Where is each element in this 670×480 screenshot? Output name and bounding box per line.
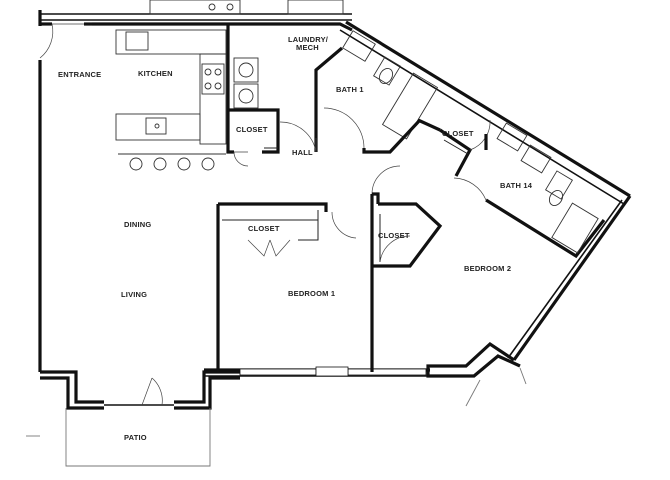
windows bbox=[239, 366, 427, 377]
kitchen bbox=[115, 29, 227, 171]
label-hall: HALL bbox=[292, 148, 313, 157]
label-dining: DINING bbox=[124, 220, 151, 229]
room-labels: ENTRANCE KITCHEN LAUNDRY/ MECH BATH 1 CL… bbox=[58, 35, 533, 442]
label-kitchen: KITCHEN bbox=[138, 69, 173, 78]
label-closet-bath: CLOSET bbox=[442, 129, 474, 138]
label-closet-kitchen: CLOSET bbox=[236, 125, 268, 134]
label-closet-center: CLOSET bbox=[378, 231, 410, 240]
label-entrance: ENTRANCE bbox=[58, 70, 101, 79]
label-bath-1: BATH 1 bbox=[336, 85, 364, 94]
label-bath-14: BATH 14 bbox=[500, 181, 533, 190]
exterior-walls bbox=[38, 20, 632, 410]
label-bedroom-1: BEDROOM 1 bbox=[288, 289, 335, 298]
entrance-door bbox=[39, 22, 92, 59]
label-closet-bedroom1: CLOSET bbox=[248, 224, 280, 233]
label-laundry-line2: MECH bbox=[296, 43, 319, 52]
label-living: LIVING bbox=[121, 290, 147, 299]
label-laundry-line1: LAUNDRY/ bbox=[288, 35, 329, 44]
patio-door bbox=[141, 377, 163, 406]
top-corridor bbox=[38, 0, 352, 26]
label-patio: PATIO bbox=[124, 433, 147, 442]
patio bbox=[26, 367, 527, 467]
label-bedroom-2: BEDROOM 2 bbox=[464, 264, 511, 273]
interior-walls bbox=[216, 24, 606, 372]
